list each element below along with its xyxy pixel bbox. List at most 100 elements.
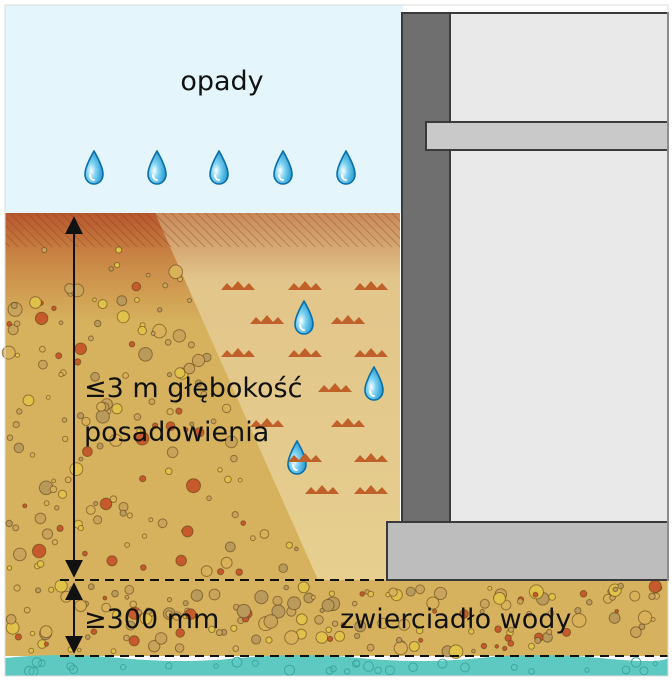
- pebble: [39, 625, 53, 639]
- pebble: [10, 302, 18, 309]
- pebble: [137, 325, 148, 336]
- pebble: [432, 608, 438, 614]
- pebble: [217, 568, 225, 576]
- pebble: [110, 648, 117, 655]
- pebble: [7, 324, 19, 336]
- pebble: [14, 352, 20, 358]
- pebble: [206, 495, 212, 502]
- water-bubble: [584, 667, 590, 673]
- pebble: [125, 620, 136, 631]
- pebble: [128, 341, 136, 348]
- pebble: [6, 565, 13, 571]
- pebble: [78, 456, 84, 462]
- pebble: [97, 299, 108, 310]
- pebble: [135, 431, 150, 446]
- pebble: [106, 555, 118, 567]
- pebble: [340, 622, 347, 628]
- pebble: [586, 599, 593, 606]
- pebble: [124, 542, 130, 548]
- backfill-zone: [155, 213, 400, 580]
- soil-pebbles: [1, 246, 663, 677]
- pebble: [13, 442, 25, 454]
- pebble: [235, 568, 243, 577]
- pebble: [493, 592, 506, 605]
- pebble: [99, 497, 113, 511]
- pebble: [494, 625, 502, 634]
- pebble: [140, 564, 147, 571]
- pebble: [526, 610, 533, 617]
- pebble: [123, 634, 130, 642]
- pebble: [148, 398, 156, 406]
- pebble: [22, 503, 28, 509]
- pebble: [166, 446, 179, 459]
- water-table-label: zwierciadło wody: [340, 604, 571, 635]
- pebble: [92, 297, 97, 303]
- pebble: [528, 642, 535, 650]
- pebble: [487, 585, 493, 591]
- pebble: [415, 626, 424, 635]
- pebble: [74, 342, 87, 356]
- pebble: [122, 372, 129, 379]
- topsoil-hatch: [5, 213, 400, 247]
- pebble: [494, 644, 500, 649]
- pebble: [315, 631, 329, 644]
- pebble: [128, 635, 140, 647]
- pebble: [22, 394, 35, 407]
- pebble: [12, 524, 20, 532]
- pebble: [617, 582, 625, 590]
- pebble: [6, 434, 14, 442]
- pebble: [579, 590, 588, 598]
- pebble: [77, 412, 85, 420]
- pebble: [388, 587, 398, 597]
- water-bubble: [384, 665, 395, 676]
- pebble: [232, 645, 240, 652]
- water-bubble: [510, 663, 518, 671]
- pebble: [41, 247, 48, 253]
- pebble: [251, 634, 262, 645]
- pebble: [96, 401, 107, 412]
- pebble: [108, 266, 114, 272]
- pebble: [23, 606, 31, 614]
- pebble: [152, 422, 159, 429]
- pebble: [45, 395, 51, 400]
- pebble: [48, 586, 55, 593]
- pebble: [534, 637, 542, 644]
- pebble: [284, 630, 299, 645]
- pebble: [182, 600, 189, 607]
- pebble: [124, 594, 130, 600]
- water-bubble: [343, 668, 351, 675]
- water-bubble: [38, 659, 46, 668]
- pebble: [254, 590, 269, 605]
- pebble: [174, 643, 185, 653]
- pebble: [94, 319, 102, 328]
- pebble: [111, 403, 123, 415]
- pebble: [186, 478, 201, 494]
- pebble: [60, 590, 73, 603]
- pebble: [272, 595, 283, 607]
- pebble: [87, 583, 95, 591]
- pebble: [1, 345, 16, 360]
- pebble: [283, 584, 290, 591]
- pebble: [548, 593, 556, 601]
- pebble: [517, 598, 524, 605]
- pebble: [321, 598, 335, 612]
- pebble: [76, 647, 82, 653]
- pebble: [287, 596, 302, 611]
- pebble: [334, 630, 346, 642]
- pebble: [433, 586, 448, 601]
- pebble: [325, 626, 333, 634]
- pebble: [479, 598, 490, 609]
- pebble: [90, 371, 100, 382]
- pebble: [55, 352, 63, 360]
- water-bubble: [66, 662, 75, 671]
- sky-area: [5, 5, 403, 213]
- pebble: [405, 586, 416, 597]
- pebble: [148, 640, 161, 653]
- pebble: [294, 546, 299, 552]
- pebble: [29, 630, 36, 637]
- pebble: [168, 264, 183, 280]
- pebble: [184, 608, 197, 621]
- water-bubble: [460, 662, 470, 673]
- pebble: [124, 584, 135, 595]
- pebble: [608, 612, 621, 624]
